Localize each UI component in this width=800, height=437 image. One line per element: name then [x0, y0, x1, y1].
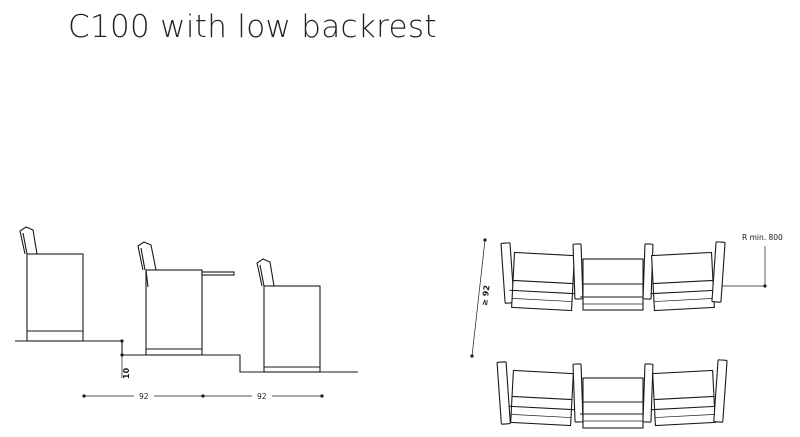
armrest-upper-2 — [642, 243, 654, 300]
side-seat-1 — [19, 226, 84, 342]
row-spacing-dimension: 92 92 — [82, 390, 324, 401]
seat-upper-3 — [650, 251, 717, 312]
seat-upper-2 — [580, 258, 646, 311]
seat-upper-1 — [509, 251, 576, 312]
drawing-title: C100 with low backrest — [68, 9, 437, 45]
step-height-label: 10 — [122, 367, 131, 379]
armrest-lower-2 — [642, 363, 654, 423]
seat-lower-2 — [580, 377, 646, 429]
seat-lower-1 — [508, 369, 575, 427]
curved-row-spacing-label: ≥ 92 — [480, 285, 491, 307]
side-seat-2 — [137, 241, 235, 356]
seat-row-upper — [500, 241, 726, 312]
armrest-lower-1 — [572, 363, 584, 423]
armrest-upper-1 — [572, 243, 584, 300]
radius-annotation: R min. 800 — [722, 233, 783, 288]
row-spacing-label-2: 92 — [257, 392, 267, 401]
curved-row-spacing-dimension: ≥ 92 — [470, 238, 491, 358]
seat-row-lower — [496, 359, 728, 429]
step-height-dimension: 10 — [120, 339, 131, 379]
seat-lower-3 — [651, 369, 718, 427]
row-spacing-label-1: 92 — [139, 392, 149, 401]
radius-label: R min. 800 — [742, 233, 783, 242]
side-seat-3 — [256, 258, 321, 373]
armrest-left-end — [500, 242, 515, 304]
armrest-right-end — [711, 241, 726, 303]
armrest-lower-right-end — [713, 359, 728, 423]
armrest-lower-left-end — [496, 361, 511, 425]
